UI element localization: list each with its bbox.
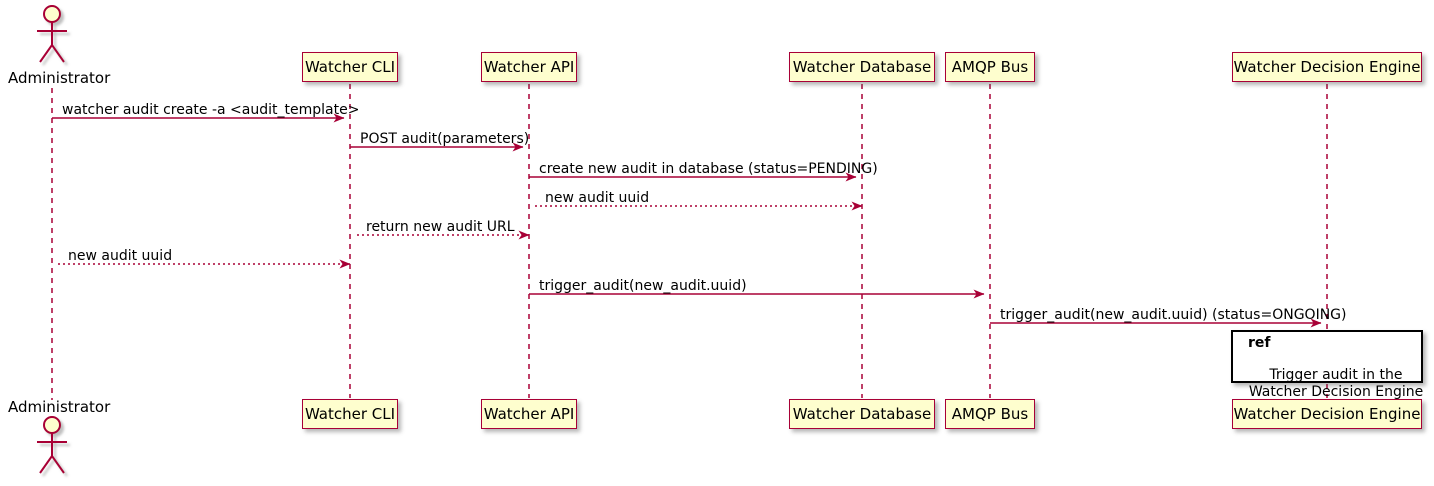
participant-box-watcher-api-bottom[interactable]: Watcher API [481,399,577,429]
actor-leg-right-icon [51,455,65,474]
ref-fragment-line-1: Trigger audit in the [1231,350,1423,401]
message-label-5: return new audit URL [366,220,515,234]
ref-tag-text: ref [1248,335,1271,351]
ref-line-text: Trigger audit in the [1269,367,1403,383]
message-label-2: POST audit(parameters) [360,132,529,146]
participant-box-watcher-decision-engine-bottom[interactable]: Watcher Decision Engine [1232,399,1422,429]
participant-label: AMQP Bus [951,404,1029,423]
actor-label-text: Administrator [8,69,111,87]
participant-box-watcher-decision-engine-top[interactable]: Watcher Decision Engine [1232,52,1422,82]
message-label-3: create new audit in database (status=PEN… [539,162,878,176]
participant-label: Watcher Decision Engine [1233,57,1421,76]
actor-label-administrator-bottom: Administrator [8,400,110,415]
participant-box-amqp-bus-bottom[interactable]: AMQP Bus [945,399,1035,429]
actor-administrator-bottom-icon [37,416,67,474]
participant-box-watcher-cli-bottom[interactable]: Watcher CLI [302,399,398,429]
participant-box-watcher-database-bottom[interactable]: Watcher Database [789,399,935,429]
message-label-4: new audit uuid [545,191,649,205]
ref-line-text: Watcher Decision Engine [1248,384,1424,400]
ref-fragment [1231,330,1423,383]
participant-box-watcher-cli-top[interactable]: Watcher CLI [302,52,398,82]
actor-label-administrator-top: Administrator [8,71,110,86]
participant-box-amqp-bus-top[interactable]: AMQP Bus [945,52,1035,82]
message-text: watcher audit create -a <audit_template> [62,102,360,118]
message-text: trigger_audit(new_audit.uuid) [539,278,747,294]
message-label-6: new audit uuid [68,249,172,263]
participant-label: Watcher Decision Engine [1233,404,1421,423]
message-text: return new audit URL [366,219,515,235]
participant-label: Watcher CLI [304,57,396,76]
participant-label: Watcher Database [792,57,932,76]
message-text: create new audit in database (status=PEN… [539,161,878,177]
participant-box-watcher-database-top[interactable]: Watcher Database [789,52,935,82]
participant-label: AMQP Bus [951,57,1029,76]
message-text: POST audit(parameters) [360,131,530,147]
participant-label: Watcher CLI [304,404,396,423]
actor-label-text: Administrator [8,398,111,416]
actor-leg-right-icon [51,44,65,63]
message-text: new audit uuid [68,248,173,264]
message-text: trigger_audit(new_audit.uuid) (status=ON… [1000,307,1347,323]
actor-leg-left-icon [39,455,53,474]
actor-administrator-top-icon [37,5,67,63]
participant-box-watcher-api-top[interactable]: Watcher API [481,52,577,82]
message-label-7: trigger_audit(new_audit.uuid) [539,279,747,293]
actor-head-icon [43,416,61,434]
ref-fragment-line-2: Watcher Decision Engine [1231,367,1423,418]
message-arrows [52,113,1322,328]
message-label-8: trigger_audit(new_audit.uuid) (status=ON… [1000,308,1346,322]
message-text: new audit uuid [545,190,650,206]
actor-head-icon [43,5,61,23]
participant-label: Watcher Database [792,404,932,423]
actor-leg-left-icon [39,44,53,63]
participant-label: Watcher API [483,57,575,76]
participant-label: Watcher API [483,404,575,423]
ref-fragment-tag: ref [1240,334,1285,353]
lifelines [51,84,1328,400]
message-label-1: watcher audit create -a <audit_template> [62,103,359,117]
